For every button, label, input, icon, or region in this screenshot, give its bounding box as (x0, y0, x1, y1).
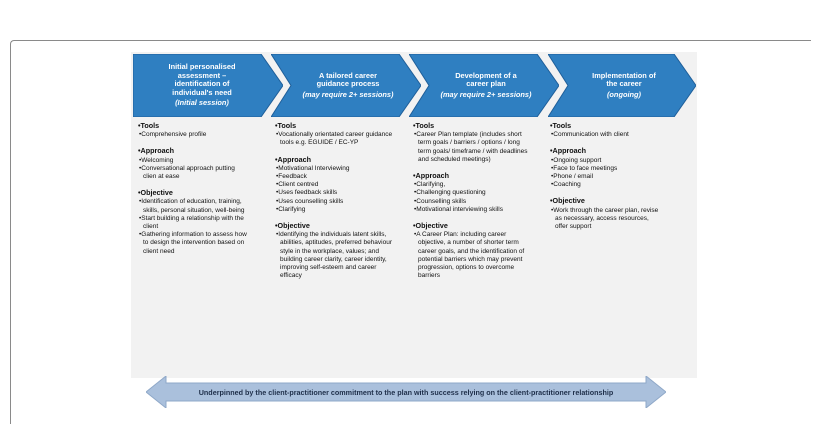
bullet-item: •Identifying the individuals latent skil… (276, 231, 393, 280)
bullet-item: •Clarifying (276, 205, 306, 213)
stage-column-3: •Tools•Career Plan template (includes sh… (413, 121, 528, 280)
section-heading: •Tools (138, 121, 160, 130)
chevron-shape (409, 54, 559, 117)
section-heading: •Approach (275, 154, 312, 164)
section-heading: •Objective (275, 221, 310, 231)
bullet-item: •Start building a relationship with the … (139, 214, 244, 231)
stage-title-line: individual's need (172, 87, 232, 97)
section-heading: •Approach (413, 171, 450, 181)
bullet-item: •Counselling skills (414, 197, 467, 205)
stage-column-4: •Tools•Communication with client •Approac… (550, 121, 660, 231)
bullet-item: •Client centred (276, 181, 319, 189)
figure-frame (10, 40, 811, 424)
section-heading: •Tools (413, 121, 435, 130)
bullet-item: •Comprehensive profile (139, 131, 207, 139)
bullet-item: •Uses counselling skills (276, 197, 344, 205)
stage-subtitle: (may require 2+ sessions) (440, 89, 532, 99)
chevron-shape (271, 54, 421, 117)
bullet-item: •Challenging questioning (414, 189, 486, 197)
stage-column-2: •Tools•Vocationally orientated career gu… (275, 121, 393, 280)
stage-subtitle: (Initial session) (175, 98, 229, 108)
stage-title-line: Development of a (455, 70, 517, 80)
stage-subtitle: (ongoing) (606, 89, 642, 99)
stage-title-line: Initial personalised (168, 62, 236, 72)
bottom-double-arrow (146, 376, 666, 408)
bullet-item: •Identification of education, training, … (139, 198, 245, 214)
bullet-item: •Ongoing support (551, 156, 602, 164)
bullet-item: •Welcoming (139, 156, 174, 164)
bullet-item: •Feedback (276, 173, 307, 181)
bullet-item: •Gathering information to assess how to … (139, 231, 247, 255)
chevron-shape (133, 54, 283, 117)
bullet-item: •A Career Plan: including career objecti… (414, 231, 525, 280)
stage-title-line: career plan (466, 79, 506, 89)
bullet-item: •Clarifying, (414, 181, 446, 189)
bullet-item: •Conversational approach putting clien a… (139, 164, 235, 181)
section-heading: •Objective (550, 196, 585, 206)
footer-caption: Underpinned by the client-practitioner c… (198, 387, 614, 397)
stage-title-line: assessment – (177, 70, 227, 80)
bullet-item: •Coaching (551, 181, 581, 189)
section-heading: •Approach (550, 146, 587, 156)
bullet-item: •Motivational interviewing skills (414, 205, 503, 213)
chevron-shape (548, 54, 696, 117)
bullet-item: •Communication with client (551, 131, 629, 139)
section-heading: •Tools (275, 121, 297, 130)
section-heading: •Tools (550, 121, 572, 130)
bullet-item: •Career Plan template (includes short te… (414, 131, 528, 163)
stage-title-line: the career (606, 79, 642, 89)
section-heading: •Objective (138, 188, 173, 198)
bullet-item: •Motivational Interviewing (276, 164, 350, 172)
stage-column-1: •Tools•Comprehensive profile •Approach•We… (138, 121, 248, 256)
stage-title-line: guidance process (316, 79, 380, 89)
stage-title-line: identification of (174, 79, 230, 89)
section-heading: •Objective (413, 221, 448, 231)
bullet-item: •Work through the career plan, revise as… (551, 206, 659, 231)
bullet-item: •Phone / email (551, 173, 594, 181)
bullet-item: •Vocationally orientated career guidance… (276, 131, 393, 147)
bullet-item: •Uses feedback skills (276, 189, 338, 197)
stage-title-line: A tailored career (318, 70, 378, 80)
section-heading: •Approach (138, 146, 175, 156)
stage-subtitle: (may require 2+ sessions) (302, 89, 394, 99)
bullet-item: •Face to face meetings (551, 164, 618, 172)
stage-title-line: Implementation of (592, 70, 656, 80)
